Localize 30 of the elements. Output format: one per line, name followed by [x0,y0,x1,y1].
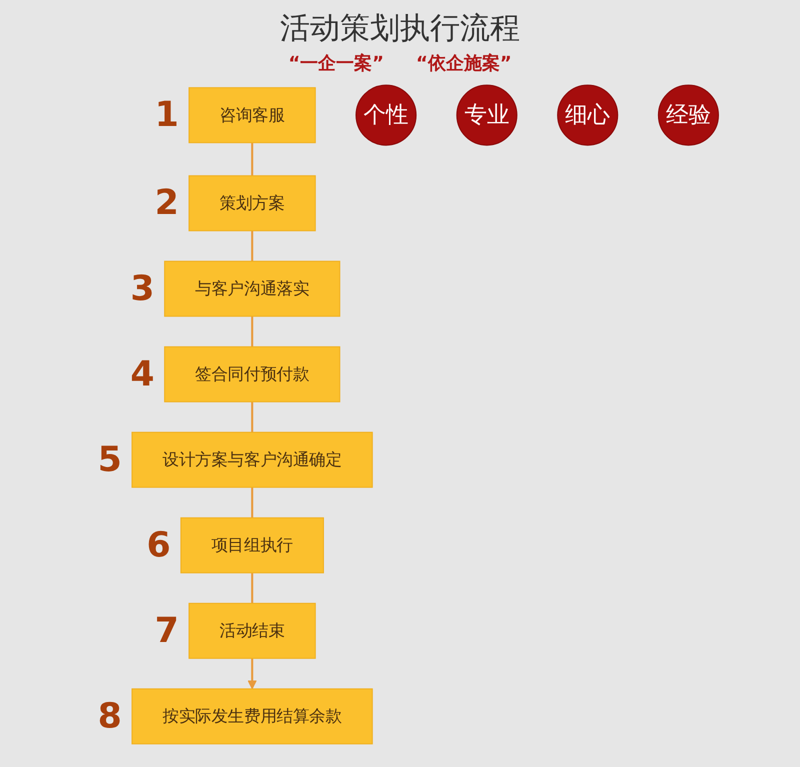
node-box: 设计方案与客户沟通确定 [132,432,374,488]
step-number: 5 [98,440,122,480]
step-number: 8 [98,696,122,736]
connector [251,572,254,604]
node-circle: 细心 [557,84,618,146]
node-box: 策划方案 [188,175,316,232]
step-number: 7 [154,610,180,651]
node-box: 签合同付预付款 [164,346,340,402]
node-circle: 专业 [456,84,518,146]
arrow [248,658,257,690]
step-number: 2 [154,183,180,224]
step-number: 3 [130,268,155,309]
slogan-text: “一企一案” [288,53,384,74]
step-number: 4 [130,354,155,394]
connector [251,230,254,262]
slogan-text: “依企施案” [416,53,512,74]
node-box: 活动结束 [188,602,316,659]
step-number: 1 [154,95,180,136]
connector [251,316,254,347]
node-box: 按实际发生费用结算余款 [132,688,374,744]
step-number: 6 [146,525,171,566]
node-circle: 个性 [356,84,417,146]
diagram-title: 活动策划执行流程 [279,10,521,48]
node-box: 项目组执行 [180,517,324,574]
connector [251,487,254,518]
node-box: 与客户沟通落实 [164,260,340,317]
node-box: 咨询客服 [188,87,316,144]
connector [251,142,254,176]
connector [251,402,254,432]
node-circle: 经验 [658,84,720,146]
